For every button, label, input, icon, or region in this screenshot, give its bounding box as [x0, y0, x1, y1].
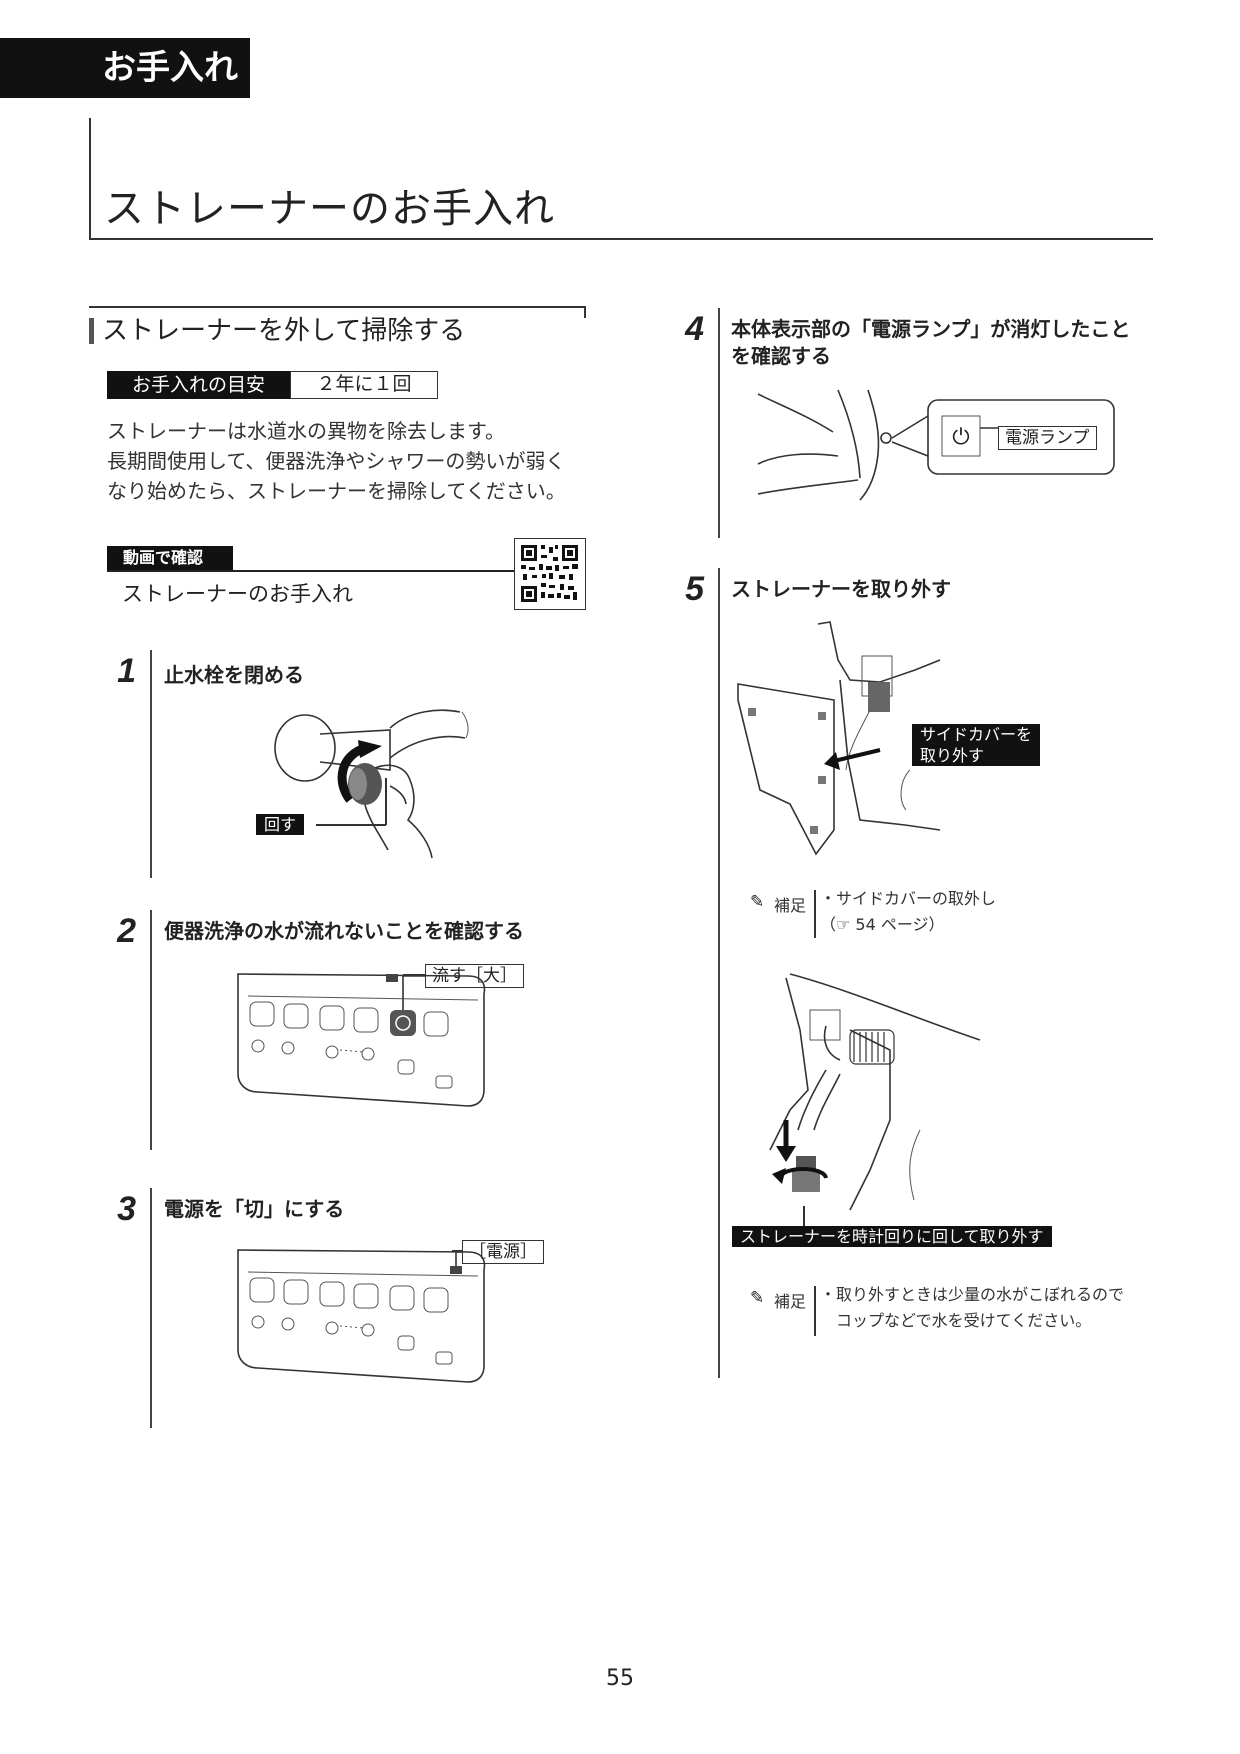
note-text: ・取り外すときは少量の水がこぼれるので コップなどで水を受けてください。 [820, 1282, 1124, 1334]
note-line: ・サイドカバーの取外し [820, 889, 997, 908]
stop-valve-illustration [274, 709, 469, 859]
side-cover-removal-illustration [737, 621, 941, 856]
step-number: 3 [117, 1190, 136, 1228]
callout-leader [316, 824, 386, 826]
strainer-removal-illustration [769, 973, 981, 1211]
subsection-rule [89, 306, 586, 308]
note-label: 補足 [774, 1292, 807, 1311]
step-rule [150, 650, 152, 878]
intro-line: 長期間使用して、便器洗浄やシャワーの勢いが弱く [107, 449, 566, 473]
title-rule-vertical [89, 118, 91, 240]
step-rule [150, 1188, 152, 1428]
step-text-line: を確認する [731, 344, 831, 368]
video-title[interactable]: ストレーナーのお手入れ [122, 582, 353, 606]
step-text: ストレーナーを取り外す [731, 577, 951, 601]
callout-leader [385, 778, 387, 825]
callout-leader [803, 1206, 805, 1226]
callout-power: ［電源］ [462, 1240, 544, 1264]
step-rule [150, 910, 152, 1150]
callout-line: 取り外す [920, 746, 985, 765]
step-text: 便器洗浄の水が流れないことを確認する [164, 919, 524, 943]
page-number: 55 [606, 1666, 634, 1691]
step-rule [718, 568, 720, 1378]
note-line[interactable]: （☞ 54 ページ） [820, 915, 945, 934]
intro-text: ストレーナーは水道水の異物を除去します。 長期間使用して、便器洗浄やシャワーの勢… [107, 416, 566, 506]
step-rule [718, 308, 720, 538]
step-number: 1 [117, 652, 136, 690]
qr-code-icon[interactable] [514, 538, 586, 610]
callout-turn: 回す [256, 814, 305, 835]
callout-power-lamp: 電源ランプ [998, 426, 1097, 450]
care-guide-value: ２年に１回 [290, 371, 438, 399]
step-text-line: 本体表示部の「電源ランプ」が消灯したこと [731, 317, 1131, 341]
page-title: ストレーナーのお手入れ [104, 186, 555, 232]
video-label: 動画で確認 [107, 546, 233, 570]
remote-control-illustration [237, 973, 486, 1107]
intro-line: ストレーナーは水道水の異物を除去します。 [107, 419, 505, 443]
remote-control-illustration [237, 1249, 486, 1383]
step-text: 本体表示部の「電源ランプ」が消灯したこと を確認する [731, 316, 1130, 370]
video-rule [107, 570, 515, 572]
callout-line: サイドカバーを [920, 725, 1033, 744]
step-text: 電源を「切」にする [164, 1197, 345, 1221]
title-rule-horizontal [89, 238, 1153, 240]
note-line: ・取り外すときは少量の水がこぼれるので [820, 1285, 1125, 1304]
note-rule [814, 890, 816, 938]
callout-leader [403, 974, 425, 976]
intro-line: なり始めたら、ストレーナーを掃除してください。 [107, 479, 566, 503]
subsection-marker [89, 318, 94, 344]
callout-flush-large: 流す［大］ [425, 964, 524, 988]
step-number: 2 [117, 912, 136, 950]
pencil-icon: ✎ [750, 1288, 765, 1308]
section-tab: お手入れ [0, 38, 250, 98]
callout-remove-side-cover: サイドカバーを 取り外す [912, 724, 1041, 766]
note-label: 補足 [774, 896, 807, 915]
callout-remove-strainer: ストレーナーを時計回りに回して取り外す [732, 1226, 1052, 1247]
step-number: 5 [685, 570, 704, 608]
subsection-rule-tick [584, 306, 586, 318]
note-text: ・サイドカバーの取外し （☞ 54 ページ） [820, 886, 996, 938]
toilet-power-lamp-illustration: ⏻ [757, 389, 1115, 501]
step-number: 4 [685, 310, 704, 348]
step-text: 止水栓を閉める [164, 663, 304, 687]
note-line: コップなどで水を受けてください。 [820, 1311, 1092, 1330]
callout-leader [452, 1250, 462, 1252]
power-icon: ⏻ [952, 425, 969, 450]
care-guide-label: お手入れの目安 [107, 371, 290, 399]
pencil-icon: ✎ [750, 892, 765, 912]
subsection-title: ストレーナーを外して掃除する [102, 316, 466, 346]
note-rule [814, 1286, 816, 1336]
